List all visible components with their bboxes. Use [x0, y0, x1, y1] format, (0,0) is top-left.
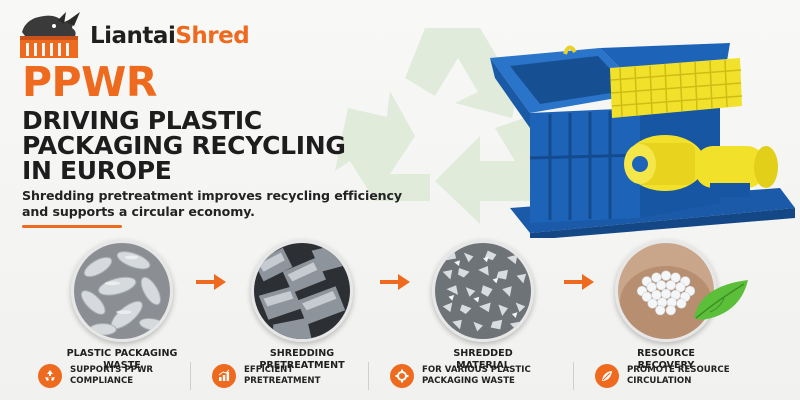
process-label: RESOURCE RECOVERY: [596, 348, 736, 372]
headline: DRIVING PLASTIC PACKAGING RECYCLING IN E…: [22, 108, 346, 183]
plastic-bottles-image: [74, 243, 170, 339]
brand-name: LiantaiShred: [90, 23, 250, 49]
process-label: PLASTIC PACKAGING WASTE: [52, 348, 192, 372]
feature-label: SUPPORTS PPWR COMPLIANCE: [70, 365, 153, 387]
process-label-line: MATERIAL: [456, 360, 510, 371]
headline-line: DRIVING PLASTIC: [22, 106, 262, 135]
feature-label: PROMOTE RESOURCE CIRCULATION: [627, 365, 730, 387]
process-label-line: SHREDDING: [269, 348, 335, 359]
process-label-line: PLASTIC PACKAGING: [66, 348, 178, 359]
feature-label-line: PRETREATMENT: [244, 376, 321, 386]
shredder-blades-image: [254, 243, 350, 339]
leaf-icon: [694, 280, 748, 320]
headline-line: IN EUROPE: [22, 156, 172, 185]
headline-tag: PPWR: [22, 58, 157, 106]
gear-icon: [390, 364, 414, 388]
accent-divider: [22, 225, 122, 228]
arrow-right-icon: [196, 274, 226, 290]
process-label: SHREDDING PRETREATMENT: [232, 348, 372, 372]
feature-label-line: COMPLIANCE: [70, 376, 134, 386]
process-image: [432, 240, 534, 342]
feature-item: EFFICIENT PRETREATMENT: [190, 360, 368, 392]
rhino-logo-icon: [20, 12, 80, 58]
process-label-line: WASTE: [103, 360, 141, 371]
process-label-line: RECOVERY: [637, 360, 695, 371]
shredded-flakes-image: [435, 243, 531, 339]
process-image: [71, 240, 173, 342]
brand-logo: LiantaiShred: [14, 10, 250, 62]
feature-label-line: SUPPORTS PPWR: [70, 365, 154, 375]
process-label-line: SHREDDED: [453, 348, 513, 359]
process-step: SHREDDED MATERIAL: [413, 240, 553, 372]
feature-bar: SUPPORTS PPWR COMPLIANCE EFFICIENT PRETR…: [0, 352, 800, 400]
process-step: SHREDDING PRETREATMENT: [232, 240, 372, 372]
feature-label: FOR VARIOUS PLASTIC PACKAGING WASTE: [422, 365, 531, 387]
process-label-line: RESOURCE: [637, 348, 695, 359]
feature-label-line: FOR VARIOUS PLASTIC: [422, 365, 531, 375]
feature-label-line: PACKAGING WASTE: [422, 376, 515, 386]
process-step: RESOURCE RECOVERY: [596, 240, 736, 372]
subtitle: Shredding pretreatment improves recyclin…: [22, 188, 402, 220]
process-step: PLASTIC PACKAGING WASTE: [52, 240, 192, 372]
subtitle-line: Shredding pretreatment improves recyclin…: [22, 188, 403, 203]
brand-name-dark: Liantai: [90, 23, 176, 49]
feature-label-line: CIRCULATION: [627, 376, 692, 386]
recycle-watermark-icon: [335, 28, 555, 224]
shredder-machine-image: [490, 43, 795, 238]
feature-item: PROMOTE RESOURCE CIRCULATION: [573, 360, 778, 392]
process-label: SHREDDED MATERIAL: [413, 348, 553, 372]
feature-label: EFFICIENT PRETREATMENT: [244, 365, 320, 387]
headline-line: PACKAGING RECYCLING: [22, 131, 346, 160]
arrow-right-icon: [380, 274, 410, 290]
recycle-icon: [38, 364, 62, 388]
plastic-pellets-image: [618, 243, 714, 339]
process-label-line: PRETREATMENT: [259, 360, 345, 371]
leaf-icon: [595, 364, 619, 388]
arrow-right-icon: [564, 274, 594, 290]
brand-name-accent: Shred: [175, 23, 250, 49]
process-image: [251, 240, 353, 342]
process-image: [615, 240, 717, 342]
subtitle-line: and supports a circular economy.: [22, 204, 255, 219]
chart-icon: [212, 364, 236, 388]
feature-item: FOR VARIOUS PLASTIC PACKAGING WASTE: [368, 360, 573, 392]
feature-label-line: PROMOTE RESOURCE: [627, 365, 730, 375]
feature-item: SUPPORTS PPWR COMPLIANCE: [0, 360, 190, 392]
feature-label-line: EFFICIENT: [244, 365, 294, 375]
